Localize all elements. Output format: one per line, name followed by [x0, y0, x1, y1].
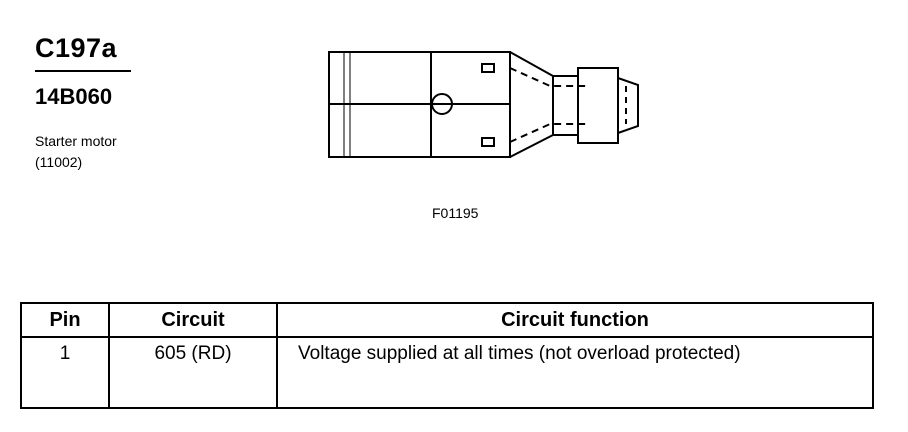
circuit-cell: 605 (RD)	[108, 336, 278, 409]
connector-id-underline	[35, 70, 131, 72]
lock-circle	[431, 93, 453, 115]
connector-id: C197a	[35, 33, 118, 63]
connector-drawing	[328, 51, 639, 158]
function-cell: Voltage supplied at all times (not overl…	[276, 336, 874, 409]
circuit-column-header: Circuit	[108, 302, 278, 338]
figure-ref: F01195	[432, 205, 479, 221]
pin-cell: 1	[20, 336, 110, 409]
table-header-row: Pin Circuit Circuit function	[20, 302, 874, 338]
part-number: 14B060	[35, 84, 113, 109]
wire-fitting	[577, 67, 619, 144]
pin-table: Pin Circuit Circuit function 1 605 (RD) …	[20, 302, 874, 409]
component-name: Starter motor	[35, 133, 117, 149]
boot-outline	[509, 51, 578, 158]
latch-tab-bottom	[481, 137, 495, 147]
component-code: (11002)	[35, 154, 83, 170]
function-column-header: Circuit function	[276, 302, 874, 338]
pin-column-header: Pin	[20, 302, 110, 338]
table-row: 1 605 (RD) Voltage supplied at all times…	[20, 336, 874, 409]
latch-tab-top	[481, 63, 495, 73]
